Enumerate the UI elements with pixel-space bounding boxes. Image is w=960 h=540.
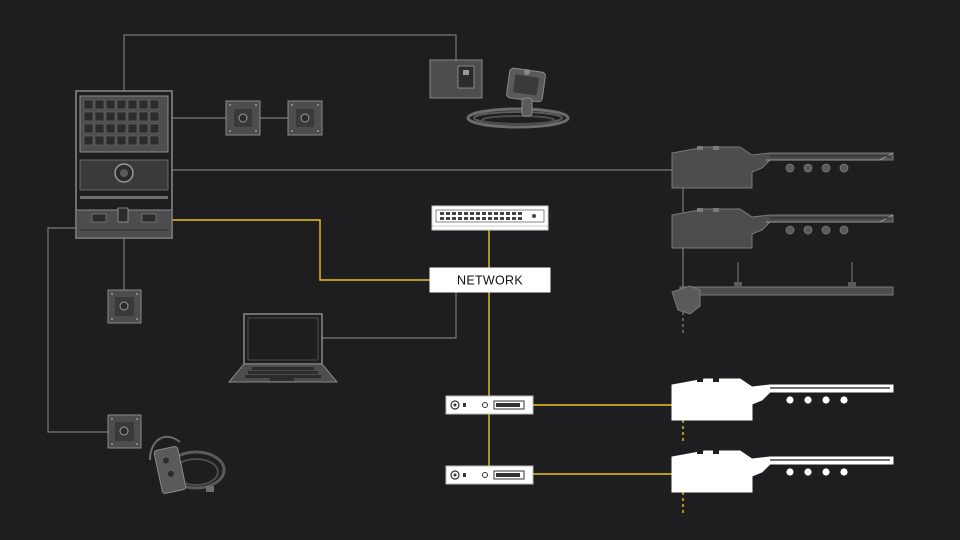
hoist-truss-icon[interactable] xyxy=(671,450,894,493)
hoist-truss-icon[interactable] xyxy=(671,208,894,249)
network-node-box[interactable]: NETWORK xyxy=(429,267,551,293)
network-switch-icon[interactable] xyxy=(431,205,549,231)
wireless-tablet-icon[interactable] xyxy=(466,67,570,129)
laptop-icon[interactable] xyxy=(227,313,339,383)
link-laptop-to-network xyxy=(322,292,457,339)
link-console-to-network xyxy=(172,219,430,281)
network-label: NETWORK xyxy=(457,274,523,288)
dmx-node-icon[interactable] xyxy=(445,465,534,485)
hoist-truss-icon[interactable] xyxy=(671,378,894,421)
hoist-truss-icon[interactable] xyxy=(671,262,894,315)
tablet-dock-icon[interactable] xyxy=(429,59,483,99)
wall-panel-icon[interactable] xyxy=(107,289,142,324)
link-console-to-tablet-dock xyxy=(123,34,457,91)
dmx-node-icon[interactable] xyxy=(445,395,534,415)
grey-connections xyxy=(47,34,684,433)
hoist-truss-icon[interactable] xyxy=(671,146,894,189)
control-console-icon[interactable] xyxy=(75,90,173,239)
console-screen-keys xyxy=(83,99,160,146)
wall-panel-icon[interactable] xyxy=(287,100,323,136)
data-connections xyxy=(172,219,684,516)
wall-panel-icon[interactable] xyxy=(107,414,142,449)
wall-panel-icon[interactable] xyxy=(225,100,261,136)
hand-pendant-icon[interactable] xyxy=(149,435,226,494)
link-console-to-pendant-panel xyxy=(47,227,110,433)
